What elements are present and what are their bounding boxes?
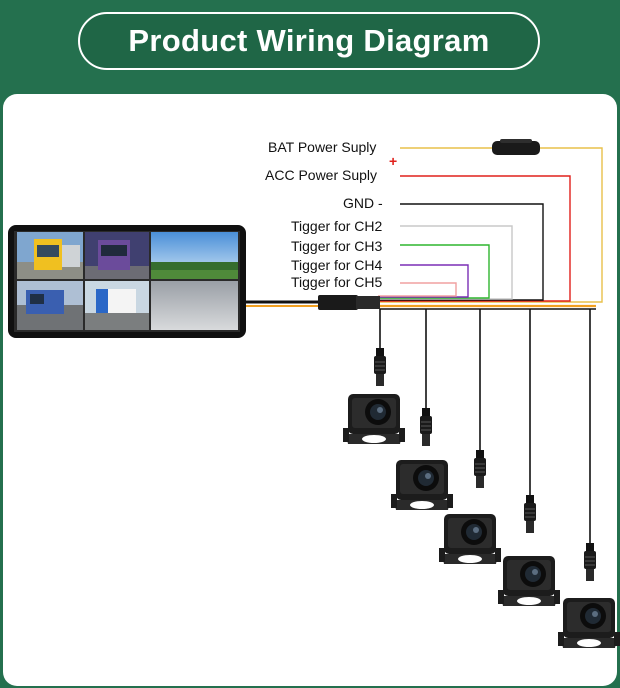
title-banner: Product Wiring Diagram xyxy=(78,12,540,70)
monitor xyxy=(8,225,246,338)
screen-tile-2 xyxy=(85,232,149,279)
ch2-wire xyxy=(378,225,513,300)
ch5-wire xyxy=(378,282,457,297)
gnd-wire xyxy=(378,203,544,301)
camera-plug-1 xyxy=(373,348,387,387)
screen-tile-3 xyxy=(151,232,238,279)
label-bat-power: BAT Power Suply xyxy=(268,139,377,155)
screen-tile-5 xyxy=(85,281,149,330)
ahd-camera-icon xyxy=(343,394,405,444)
cameras xyxy=(343,394,620,648)
camera-plug-5 xyxy=(583,543,597,582)
page-title: Product Wiring Diagram xyxy=(128,23,490,58)
screen-tile-1 xyxy=(17,232,83,279)
ahd-camera-icon xyxy=(439,514,501,564)
fuse-holder xyxy=(492,139,540,155)
acc-wire xyxy=(378,175,571,302)
camera-cables xyxy=(379,309,591,545)
camera-plug-2 xyxy=(419,408,433,447)
camera-plug-3 xyxy=(473,450,487,489)
main-cable xyxy=(246,295,596,310)
label-acc-power: ACC Power Suply xyxy=(265,167,378,183)
ahd-camera-icon xyxy=(558,598,620,648)
harness-connector xyxy=(318,295,358,310)
label-trigger-ch4: Tigger for CH4 xyxy=(291,257,383,273)
ch4-wire xyxy=(378,264,469,298)
label-plus: + xyxy=(389,153,398,169)
label-trigger-ch2: Tigger for CH2 xyxy=(291,218,383,234)
label-trigger-ch3: Tigger for CH3 xyxy=(291,238,383,254)
camera-plug-4 xyxy=(523,495,537,534)
wire-bundle xyxy=(378,147,603,303)
screen-tile-6 xyxy=(151,281,238,330)
ch3-wire xyxy=(378,244,490,299)
bat-wire xyxy=(378,147,603,303)
ahd-camera-icon xyxy=(391,460,453,510)
ahd-camera-icon xyxy=(498,556,560,606)
label-trigger-ch5: Tigger for CH5 xyxy=(291,274,383,290)
screen-tile-4 xyxy=(17,281,83,330)
label-gnd: GND - xyxy=(343,195,383,211)
